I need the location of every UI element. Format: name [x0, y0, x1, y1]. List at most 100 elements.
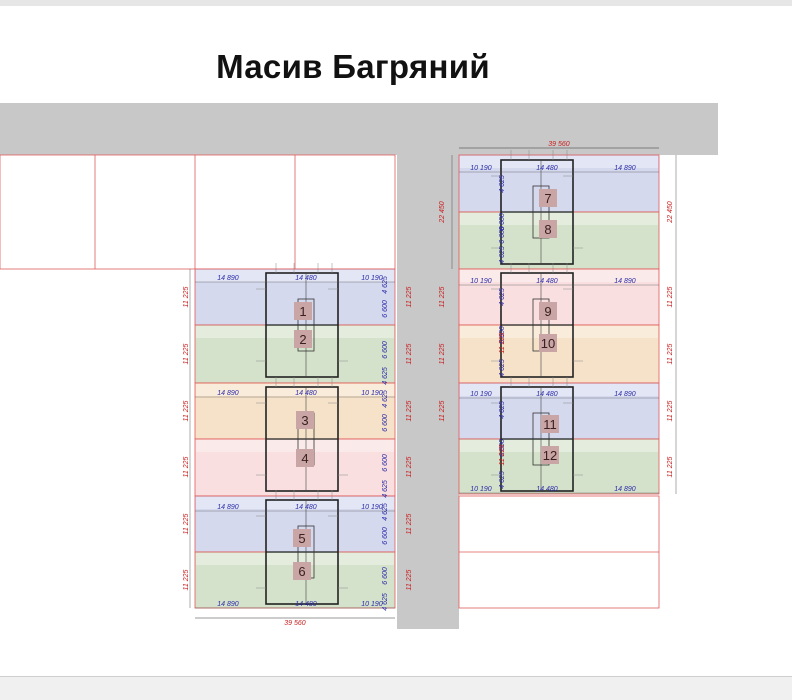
interior-core [297, 298, 315, 352]
site-width-label: 39 560 [548, 141, 570, 148]
row-depth-label: 11 225 [183, 343, 190, 364]
row-depth-label: 11 225 [439, 343, 446, 364]
plot-number: 5 [298, 531, 305, 546]
dimension-label: 14 480 [295, 390, 317, 397]
plot-number: 11 [543, 417, 557, 432]
plot-number-badge [294, 330, 312, 348]
dimension-label: 14 890 [217, 390, 239, 397]
bottom-bar [0, 676, 792, 700]
lot-outline [0, 154, 396, 270]
setback-label: 4 625 [382, 367, 389, 385]
plot-number-badge [541, 446, 559, 464]
setback-label: 4 625 [382, 390, 389, 408]
row-depth-label: 11 225 [183, 286, 190, 307]
house-depth-label: 6 600 [382, 414, 389, 432]
plot-number-badge [539, 189, 557, 207]
row-depth-label: 11 225 [667, 400, 674, 421]
plot-number-badge [539, 220, 557, 238]
dimension-label: 10 190 [470, 391, 492, 398]
row-depth-label: 11 225 [406, 400, 413, 421]
plot-number-badge [293, 562, 311, 580]
dimension-label: 14 890 [217, 504, 239, 511]
row-depth-label: 11 225 [406, 286, 413, 307]
row-depth-label: 11 225 [406, 456, 413, 477]
dimension-label: 14 480 [536, 278, 558, 285]
dimension-label: 14 480 [295, 601, 317, 608]
road-horizontal [0, 103, 718, 155]
setback-band [460, 156, 658, 168]
row-depth-label: 11 225 [183, 569, 190, 590]
block-depth-label: 22 450 [439, 201, 446, 224]
plot-area [458, 211, 660, 270]
setback-band [196, 497, 394, 509]
row-depth-label: 11 225 [406, 343, 413, 364]
row-depth-label: 11 225 [406, 513, 413, 534]
top-bar [0, 0, 792, 6]
setback-label: 4 625 [382, 503, 389, 521]
setback-band [460, 326, 658, 338]
dimension-label: 10 190 [361, 390, 383, 397]
plot-number: 1 [299, 304, 306, 319]
plot-number: 9 [544, 304, 551, 319]
interior-core [532, 412, 550, 466]
dimension-label: 10 190 [470, 165, 492, 172]
row-depth-label: 11 225 [183, 456, 190, 477]
setback-label: 4 625 [499, 471, 506, 489]
setback-label: 4 625 [499, 246, 506, 264]
house-depth-label: 6 600 [499, 439, 506, 457]
dimension-label: 10 190 [361, 601, 383, 608]
dimension-label: 14 890 [217, 601, 239, 608]
setback-label: 4 625 [382, 593, 389, 611]
house-depth-label: 6 600 [499, 226, 506, 244]
plot-area [458, 324, 660, 384]
setback-label: 4 625 [499, 288, 506, 306]
plot-number-badge [296, 449, 314, 467]
row-depth-label: 11 225 [667, 343, 674, 364]
plot-area [458, 154, 660, 213]
dimension-label: 14 890 [614, 486, 636, 493]
plot-number: 8 [544, 222, 551, 237]
dimension-label: 14 480 [295, 275, 317, 282]
setback-band [460, 213, 658, 225]
setback-band [196, 384, 394, 396]
plot-number-badge [541, 415, 559, 433]
dimension-label: 14 480 [295, 504, 317, 511]
row-depth-label: 11 225 [183, 513, 190, 534]
dimension-label: 10 190 [361, 504, 383, 511]
plan-title: Масив Багряний [216, 48, 490, 85]
house-depth-label: 6 600 [382, 567, 389, 585]
setback-label: 4 625 [499, 401, 506, 419]
road-vertical [397, 155, 459, 629]
plot-number-badge [539, 334, 557, 352]
plot-number-badge [539, 302, 557, 320]
plot-number-badge [293, 529, 311, 547]
house-footprint [256, 263, 348, 378]
plot-number-badge [296, 411, 314, 429]
plot-area [194, 382, 396, 440]
row-depth-label: 11 225 [439, 286, 446, 307]
setback-band [196, 440, 394, 452]
plot-area [194, 438, 396, 497]
plot-number: 10 [541, 336, 555, 351]
dimension-label: 14 480 [536, 391, 558, 398]
setback-label: 4 625 [499, 175, 506, 193]
house-depth-label: 6 600 [382, 527, 389, 545]
plot-number: 6 [298, 564, 305, 579]
row-depth-label: 11 225 [499, 444, 506, 465]
dimension-label: 14 890 [217, 275, 239, 282]
dimension-label: 14 890 [614, 165, 636, 172]
block-depth-label: 22 450 [667, 201, 674, 224]
plot-number: 4 [301, 451, 308, 466]
setback-label: 4 625 [382, 480, 389, 498]
house-depth-label: 6 600 [382, 341, 389, 359]
setback-band [196, 553, 394, 565]
dimension-label: 14 890 [614, 278, 636, 285]
dimension-label: 14 890 [614, 391, 636, 398]
dimension-label: 14 480 [536, 486, 558, 493]
dimension-label: 10 190 [470, 486, 492, 493]
house-footprint [491, 377, 583, 492]
plot-number-badge [294, 302, 312, 320]
dimension-label: 10 190 [470, 278, 492, 285]
